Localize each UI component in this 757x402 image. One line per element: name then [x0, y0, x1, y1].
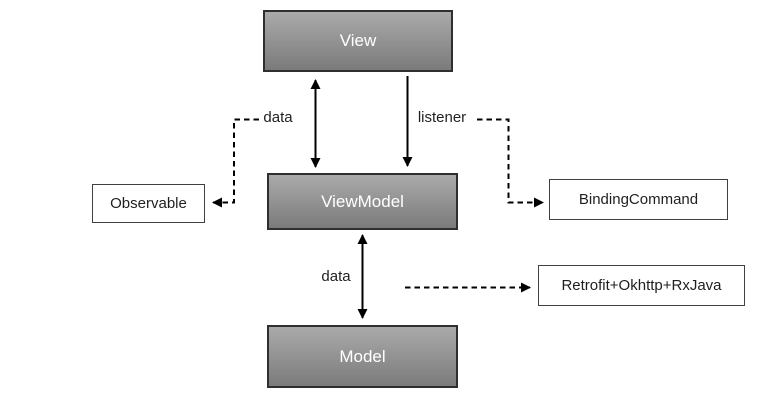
node-retrofit: Retrofit+Okhttp+RxJava	[538, 265, 745, 306]
edge-label-data-middle: data	[321, 268, 351, 285]
node-viewmodel-label: ViewModel	[321, 191, 404, 211]
node-bindingcommand: BindingCommand	[549, 179, 728, 220]
dashed-arrow-listener-bindingcommand	[477, 118, 544, 208]
node-model-label: Model	[339, 346, 386, 366]
node-view-label: View	[339, 31, 377, 50]
node-viewmodel: ViewModel	[267, 173, 458, 230]
node-view: View	[263, 10, 453, 72]
node-observable-label: Observable	[110, 195, 187, 212]
edge-label-listener: listener	[417, 109, 467, 126]
node-retrofit-label: Retrofit+Okhttp+RxJava	[561, 277, 722, 294]
edge-label-data-top: data	[263, 109, 293, 126]
dashed-arrow-data-observable	[212, 118, 259, 208]
node-bindingcommand-label: BindingCommand	[578, 191, 699, 208]
node-observable: Observable	[92, 184, 205, 223]
node-model: Model	[267, 325, 458, 388]
